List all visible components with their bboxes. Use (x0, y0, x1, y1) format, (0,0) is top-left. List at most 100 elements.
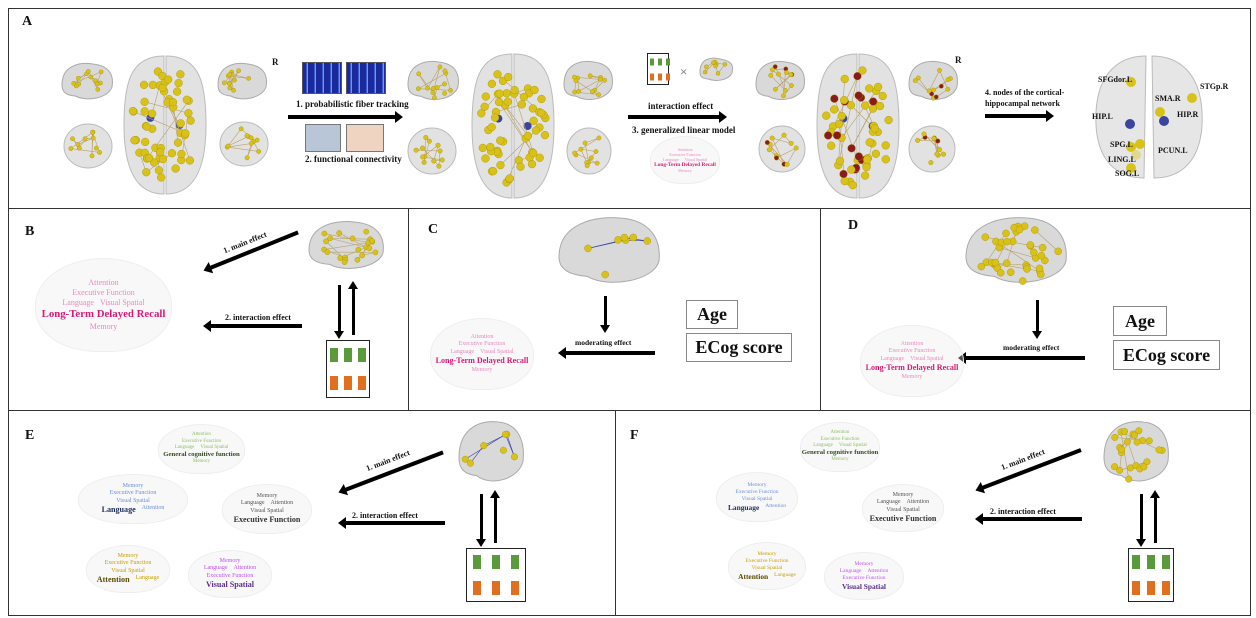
moderating-effect-label: moderating effect (575, 338, 632, 347)
word-cloud-term: Visual Spatial (684, 156, 708, 162)
brain-axial-nodes-icon (1095, 55, 1203, 179)
brain-lateral-icon (305, 218, 387, 276)
step1-label: 1. probabilistic fiber tracking (296, 99, 409, 109)
node-brain (1090, 52, 1208, 182)
moderating-effect-arrow (958, 352, 1085, 364)
word-cloud-row: Language Attention (840, 568, 888, 575)
brain-coronal-icon (757, 124, 807, 174)
brain-coronal-icon (218, 120, 270, 168)
brain-coronal-icon (907, 124, 957, 174)
interaction-effect-label: 2. interaction effect (352, 511, 418, 520)
word-cloud-term: Executive Function (735, 488, 779, 495)
word-cloud-row: General cognitive function (163, 451, 240, 459)
age-box: Age (686, 300, 738, 329)
word-cloud-row: Attention (831, 430, 850, 436)
word-cloud-row: Executive Function (234, 515, 301, 525)
word-cloud-term: Attention (141, 505, 165, 512)
word-cloud-key-term: Long-Term Delayed Recall (435, 356, 529, 366)
word-cloud-row: Attention (471, 334, 494, 342)
brain-shape (471, 53, 555, 199)
step4-label-line2: hippocampal network (985, 99, 1060, 108)
brain-shape (558, 217, 660, 283)
brain-shape (699, 57, 734, 81)
word-cloud-term: Executive Function (104, 560, 152, 567)
brain-coronal-icon (62, 122, 114, 170)
word-cloud-key-term: Visual Spatial (205, 580, 255, 590)
brain-shape (908, 61, 958, 101)
word-cloud-term: Executive Function (669, 151, 701, 157)
word-cloud-term: Memory (757, 551, 777, 558)
interaction-label: interaction effect (648, 101, 714, 111)
brain-lateral-icon (455, 418, 527, 490)
hemisphere-marker: R (272, 57, 279, 67)
up-arrow (1150, 490, 1160, 543)
word-cloud-term: Attention (867, 567, 889, 574)
word-cloud-key-term: Visual Spatial (842, 581, 886, 591)
person-icon (358, 376, 366, 390)
node-label: SPG.L (1110, 140, 1133, 149)
timeseries-icon (346, 124, 384, 152)
word-cloud-term: Executive Function (820, 436, 860, 442)
person-icon (330, 348, 338, 362)
word-cloud-term: Executive Function (72, 288, 135, 298)
word-cloud-term: Language (839, 567, 862, 574)
word-cloud-row: Executive Function (105, 560, 152, 568)
arrow-right (628, 111, 727, 123)
word-cloud-row: Memory (855, 561, 874, 568)
person-icon (1132, 555, 1141, 569)
person-icon (491, 581, 500, 595)
step4-label-line1: 4. nodes of the cortical- (985, 88, 1065, 97)
word-cloud-term: Visual Spatial (886, 506, 920, 513)
person-icon (650, 58, 654, 65)
interaction-effect-arrow (203, 320, 302, 332)
word-cloud-term: Visual Spatial (910, 355, 944, 362)
word-cloud-row: Visual Spatial (111, 568, 144, 576)
word-cloud-row: Attention (901, 341, 924, 349)
word-cloud-term: Memory (192, 459, 211, 465)
brain-shape (908, 125, 956, 173)
word-cloud-row: Memory (893, 492, 914, 500)
interaction-effect-label: 2. interaction effect (990, 507, 1056, 516)
brain-shape (61, 62, 113, 100)
word-cloud-key-term: Long-Term Delayed Recall (865, 363, 959, 373)
word-cloud-term: Language (174, 444, 195, 450)
word-cloud-row: Executive Function (72, 288, 134, 298)
brain-shape (563, 61, 613, 100)
word-cloud-key-term: General cognitive function (163, 451, 240, 459)
word-cloud-term: Memory (471, 366, 493, 373)
word-cloud-term: Memory (256, 492, 278, 499)
person-icon (1132, 581, 1141, 595)
word-cloud-term: Visual Spatial (111, 567, 145, 574)
word-cloud-key-term: General cognitive function (801, 449, 879, 457)
word-cloud-term: Language (880, 355, 905, 362)
word-cloud-row: Visual Spatial (842, 582, 886, 591)
moderating-effect-label: moderating effect (1003, 343, 1060, 352)
brain-sagittal-icon (214, 60, 270, 105)
word-cloud-row: Memory (220, 558, 241, 566)
person-icon (491, 555, 500, 569)
person-icon (344, 348, 352, 362)
word-cloud-term: Language (62, 298, 94, 308)
panel-f-label: F (630, 428, 639, 443)
interaction-effect-arrow (975, 513, 1082, 525)
fiber-tracking-matrix-icon (302, 62, 342, 94)
up-arrow (348, 281, 358, 335)
person-icon (511, 555, 520, 569)
word-cloud-row: Memory (90, 322, 118, 332)
brain-sagittal-icon (404, 58, 462, 106)
word-cloud-row: Executive Function (459, 341, 506, 349)
word-cloud-term: Executive Function (745, 557, 789, 564)
group-icon-box (466, 548, 526, 602)
